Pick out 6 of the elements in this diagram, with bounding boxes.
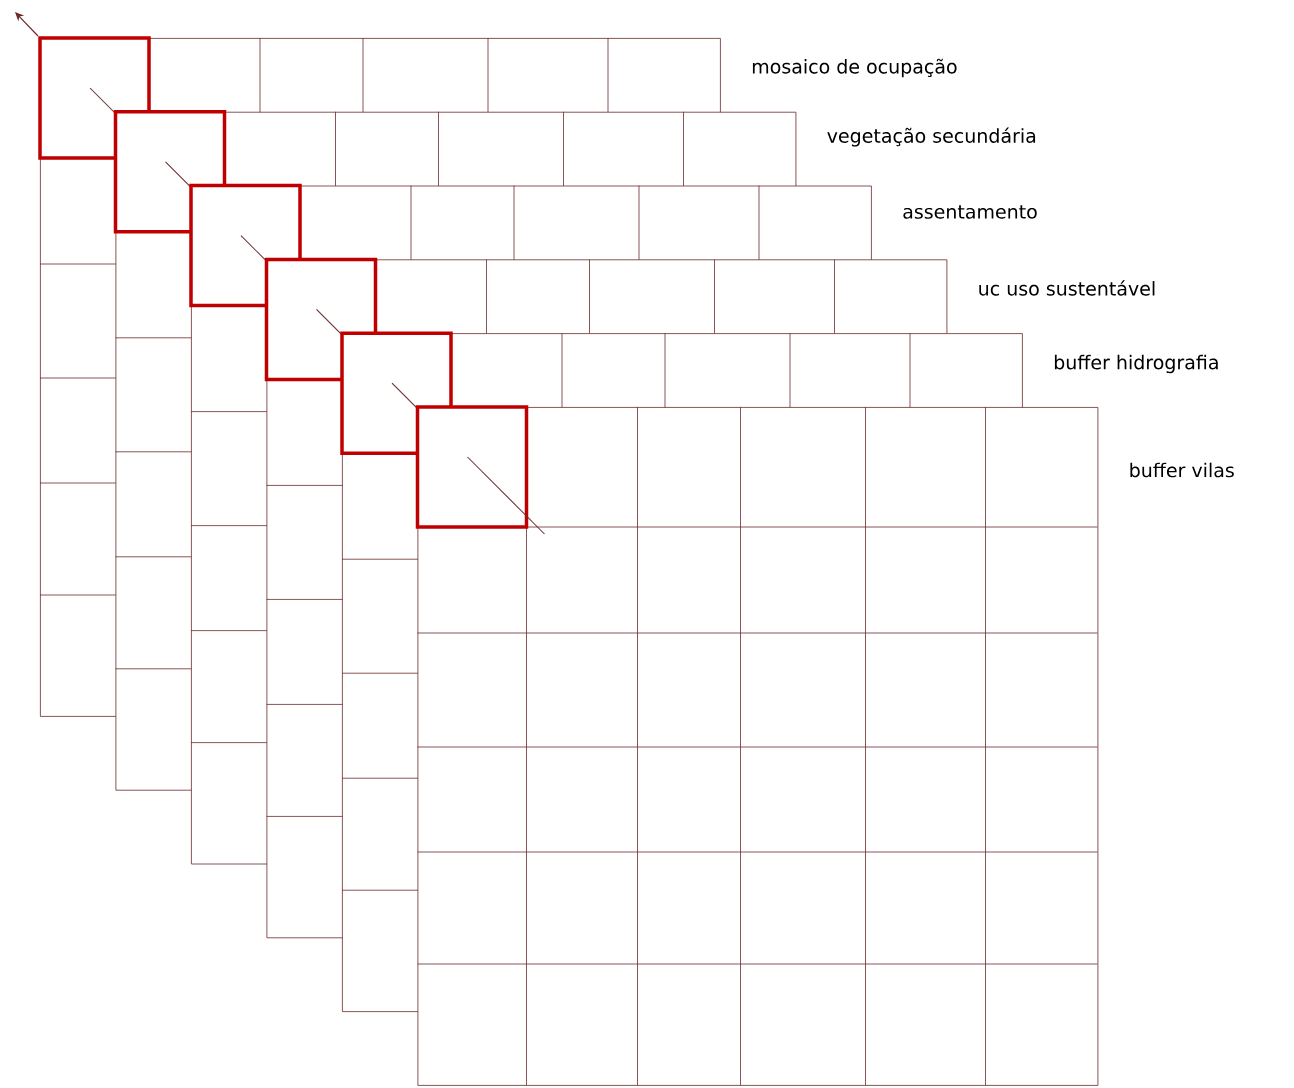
- layer-label: mosaico de ocupação: [752, 58, 957, 78]
- layer-label: assentamento: [903, 205, 1037, 219]
- layer-label: uc uso sustentável: [979, 280, 1155, 296]
- layer-label: vegetação secundária: [827, 127, 1036, 147]
- layer-label: buffer vilas: [1130, 462, 1234, 478]
- layer-label: buffer hidrografia: [1054, 354, 1218, 374]
